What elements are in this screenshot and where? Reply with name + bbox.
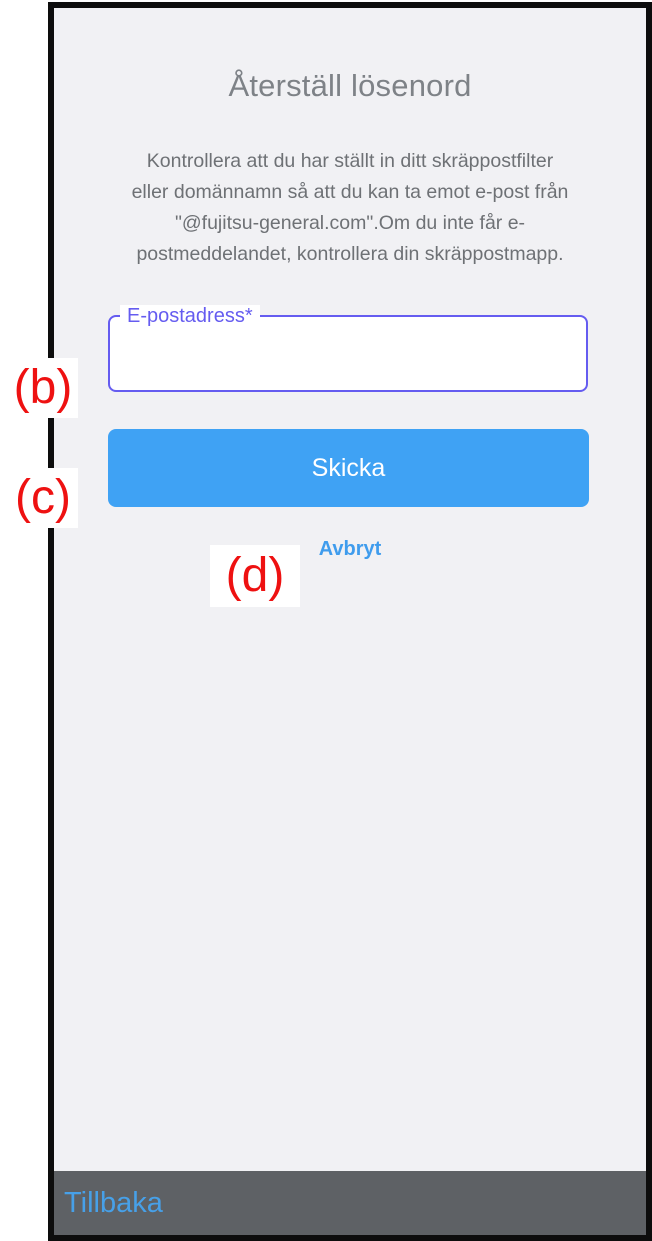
cancel-link-row: Avbryt (54, 538, 646, 561)
reset-password-screen: Återställ lösenord Kontrollera att du ha… (54, 8, 646, 1235)
annotation-label-b: (b) (8, 358, 78, 418)
email-field-container: E-postadress* (108, 305, 588, 392)
page-title: Återställ lösenord (228, 68, 472, 103)
description-line: postmeddelandet, kontrollera din skräppo… (136, 243, 564, 265)
send-button[interactable]: Skicka (108, 429, 589, 507)
description-line: eller domännamn så att du kan ta emot e-… (131, 181, 569, 203)
cancel-link[interactable]: Avbryt (318, 538, 382, 560)
annotation-label-c: (c) (8, 468, 78, 528)
email-input[interactable] (122, 323, 574, 384)
description-text: Kontrollera att du har ställt in ditt sk… (54, 146, 646, 270)
back-bar: Tillbaka (54, 1171, 646, 1235)
back-link[interactable]: Tillbaka (64, 1186, 163, 1219)
description-line: "@fujitsu-general.com".Om du inte får e- (174, 212, 526, 234)
phone-frame: Återställ lösenord Kontrollera att du ha… (48, 2, 652, 1241)
email-field-label: E-postadress* (120, 305, 260, 327)
description-line: Kontrollera att du har ställt in ditt sk… (146, 150, 554, 172)
annotation-label-d: (d) (210, 545, 300, 607)
